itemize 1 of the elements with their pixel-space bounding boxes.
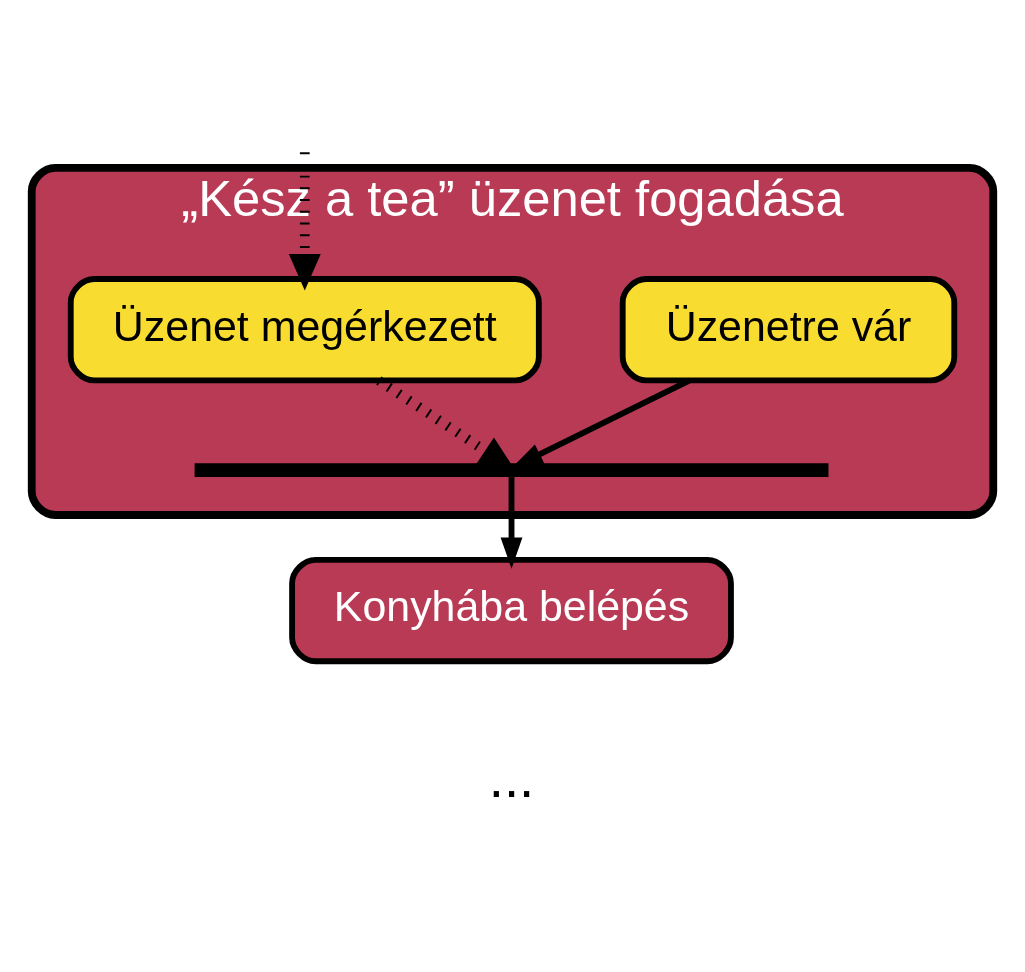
label: ...: [488, 747, 535, 809]
